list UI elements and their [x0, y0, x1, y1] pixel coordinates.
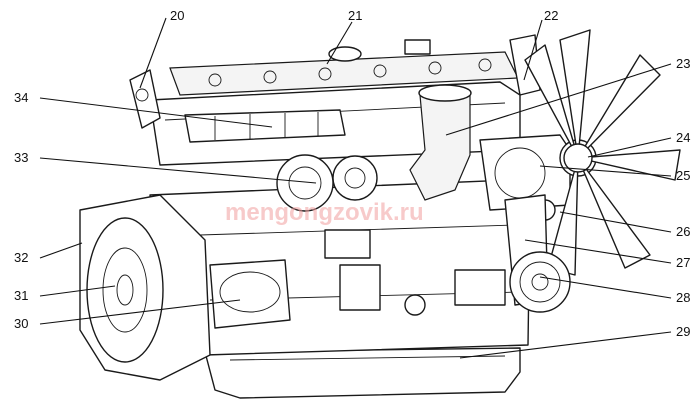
- leader-32: [39, 242, 83, 259]
- leader-24: [587, 137, 672, 158]
- starter-motor: [209, 259, 291, 329]
- callout-20: 20: [170, 8, 184, 23]
- callout-21: 21: [348, 8, 362, 23]
- callout-22: 22: [544, 8, 558, 23]
- leader-23: [445, 63, 672, 136]
- callout-32: 32: [14, 250, 28, 265]
- oil-filler-cap: [328, 46, 362, 62]
- leader-22: [523, 19, 543, 81]
- callout-33: 33: [14, 150, 28, 165]
- leader-lines: [39, 17, 672, 359]
- lifting-eye-rear: [129, 69, 161, 129]
- crankshaft-damper: [509, 251, 571, 313]
- breather-tube: [404, 39, 431, 55]
- fuel-filter: [339, 264, 381, 311]
- callout-27: 27: [676, 255, 690, 270]
- leader-25: [539, 165, 672, 177]
- leader-26: [559, 211, 672, 233]
- leader-34: [39, 97, 273, 128]
- oil-cooler: [454, 269, 506, 306]
- leader-30: [39, 299, 241, 325]
- oil-drain: [404, 294, 426, 316]
- leader-21: [326, 21, 353, 65]
- callout-28: 28: [676, 290, 690, 305]
- oil-pan: [204, 347, 521, 399]
- callout-29: 29: [676, 324, 690, 339]
- flywheel: [86, 217, 164, 363]
- callout-30: 30: [14, 316, 28, 331]
- engine-drawing: [79, 29, 681, 399]
- fuel-pump: [324, 229, 371, 259]
- callout-23: 23: [676, 56, 690, 71]
- callout-25: 25: [676, 168, 690, 183]
- watermark: mengongzovik.ru: [225, 199, 424, 226]
- callout-26: 26: [676, 224, 690, 239]
- turbo-compressor: [332, 155, 378, 201]
- callout-31: 31: [14, 288, 28, 303]
- callout-24: 24: [676, 130, 690, 145]
- leader-20: [139, 17, 167, 89]
- callout-labels: 20 21 22 23 24 25 26 27 28 29 30 31 32 3…: [14, 8, 690, 339]
- leader-29: [459, 331, 672, 359]
- leader-33: [39, 157, 317, 184]
- callout-34: 34: [14, 90, 28, 105]
- leader-31: [39, 285, 116, 297]
- leader-27: [524, 239, 672, 264]
- air-intake-elbow: [409, 91, 471, 201]
- leader-28: [539, 276, 672, 299]
